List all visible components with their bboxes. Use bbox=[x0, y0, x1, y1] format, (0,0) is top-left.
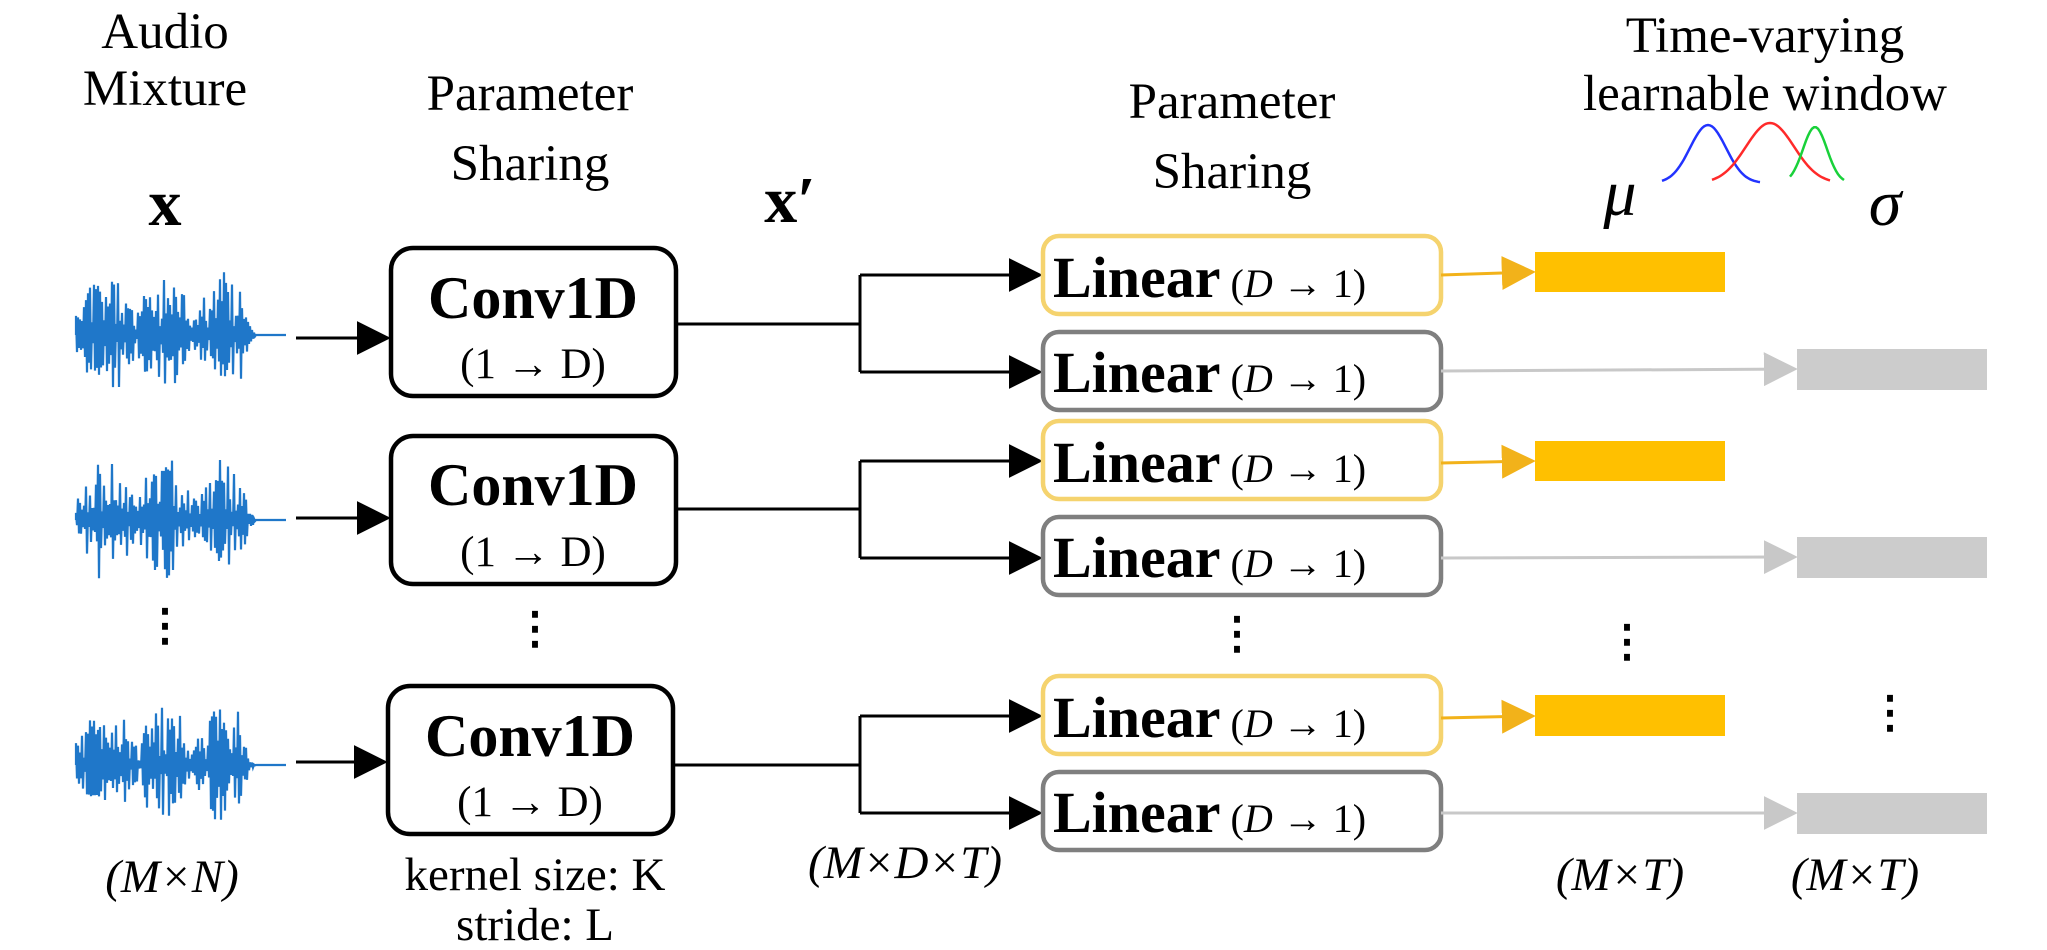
dim-latent-label: (M×D×T) bbox=[808, 837, 1002, 889]
audio-waveform bbox=[74, 459, 286, 579]
sigma-symbol: σ bbox=[1869, 167, 1904, 240]
conv1d-title: Conv1D bbox=[428, 452, 638, 518]
latent-connector bbox=[676, 444, 1043, 575]
vertical-ellipsis: ⋮ bbox=[513, 604, 557, 653]
gaussian-blue-curve bbox=[1661, 123, 1761, 184]
audio-label-line1: Audio bbox=[101, 4, 229, 60]
mu-output-bar bbox=[1535, 441, 1725, 481]
audio-label-line2: Mixture bbox=[83, 61, 247, 117]
latent-connector bbox=[676, 258, 1043, 389]
vertical-ellipsis: ⋮ bbox=[143, 601, 187, 650]
xprime-symbol: x′ bbox=[764, 164, 816, 237]
conv1d-dims: (1 → D) bbox=[460, 341, 606, 388]
vertical-ellipsis: ⋮ bbox=[1215, 609, 1259, 658]
gaussian-red-curve bbox=[1711, 121, 1831, 182]
mu-arrow bbox=[1440, 256, 1536, 291]
mu-arrow bbox=[1440, 444, 1536, 479]
sigma-output-bar bbox=[1797, 537, 1987, 578]
window-label-line1: Time-varying bbox=[1626, 8, 1905, 64]
conv1d-block: Conv1D (1 → D) bbox=[388, 245, 679, 399]
linear-title: Linear (D → 1) bbox=[1053, 430, 1366, 495]
linear-sigma-block: Linear (D → 1) bbox=[1040, 329, 1444, 413]
sigma-arrow bbox=[1440, 540, 1798, 575]
conv1d-title: Conv1D bbox=[428, 265, 638, 331]
linear-sigma-block: Linear (D → 1) bbox=[1040, 769, 1444, 853]
audio-waveform bbox=[74, 272, 286, 388]
sharing-right-line1: Parameter bbox=[1129, 74, 1336, 130]
sigma-arrow bbox=[1440, 352, 1798, 387]
sharing-right-line2: Sharing bbox=[1153, 144, 1312, 200]
dim-input-label: (M×N) bbox=[105, 851, 239, 903]
window-label-line2: learnable window bbox=[1583, 66, 1947, 122]
sharing-left-line2: Sharing bbox=[451, 136, 610, 192]
sharing-left-line1: Parameter bbox=[427, 66, 634, 122]
conv1d-block: Conv1D (1 → D) bbox=[388, 433, 679, 587]
linear-mu-block: Linear (D → 1) bbox=[1040, 673, 1444, 757]
linear-mu-block: Linear (D → 1) bbox=[1040, 233, 1444, 317]
mu-arrow bbox=[1440, 699, 1536, 734]
audio-waveform bbox=[74, 707, 286, 820]
linear-mu-block: Linear (D → 1) bbox=[1040, 418, 1444, 502]
gaussian-green-curve bbox=[1789, 125, 1845, 181]
linear-title: Linear (D → 1) bbox=[1053, 685, 1366, 750]
dim-sigma-label: (M×T) bbox=[1791, 849, 1919, 901]
gaussian-windows-icon bbox=[1661, 121, 1845, 184]
sigma-output-bar bbox=[1797, 793, 1987, 834]
mu-symbol: μ bbox=[1602, 157, 1636, 230]
conv1d-dims: (1 → D) bbox=[460, 529, 606, 576]
mu-output-bar bbox=[1535, 252, 1725, 292]
sigma-output-bar bbox=[1797, 349, 1987, 390]
linear-title: Linear (D → 1) bbox=[1053, 525, 1366, 590]
mu-output-bar bbox=[1535, 695, 1725, 736]
kernel-size-label: kernel size: K bbox=[404, 849, 665, 901]
conv1d-block: Conv1D (1 → D) bbox=[385, 683, 676, 837]
linear-title: Linear (D → 1) bbox=[1053, 245, 1366, 310]
vertical-ellipsis: ⋮ bbox=[1605, 617, 1649, 666]
latent-connector bbox=[673, 699, 1043, 830]
dim-mu-label: (M×T) bbox=[1556, 849, 1684, 901]
vertical-ellipsis: ⋮ bbox=[1868, 688, 1912, 737]
stride-label: stride: L bbox=[456, 899, 614, 945]
linear-title: Linear (D → 1) bbox=[1053, 780, 1366, 845]
conv1d-dims: (1 → D) bbox=[457, 779, 603, 826]
linear-title: Linear (D → 1) bbox=[1053, 340, 1366, 405]
linear-sigma-block: Linear (D → 1) bbox=[1040, 514, 1444, 598]
conv1d-title: Conv1D bbox=[425, 703, 635, 769]
x-symbol: x bbox=[149, 167, 182, 240]
